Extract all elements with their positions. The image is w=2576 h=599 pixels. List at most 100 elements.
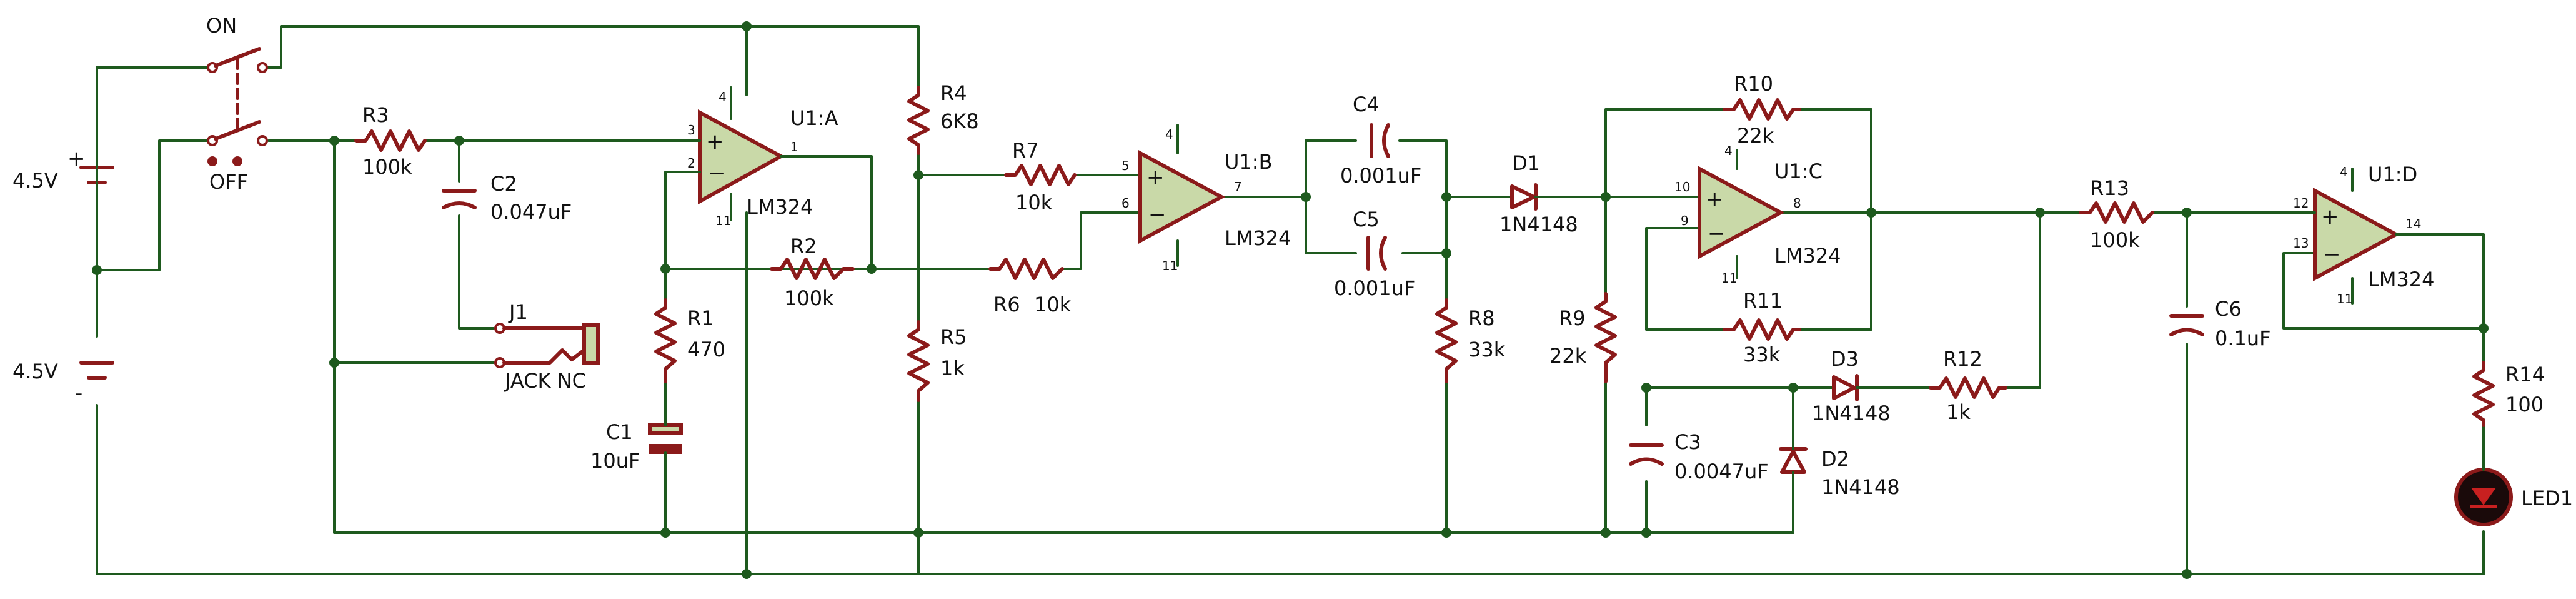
svg-text:+: + [2321, 204, 2339, 229]
d3-ref: D3 [1831, 347, 1859, 371]
u1a-pin-minus: 2 [687, 156, 695, 171]
d2-value: 1N4148 [1821, 475, 1900, 499]
c6-value: 0.1uF [2215, 326, 2271, 350]
r1-value: 470 [687, 338, 725, 361]
u1c-pin-vcc: 4 [1724, 143, 1733, 158]
svg-text:+: + [1706, 187, 1724, 212]
u1b-pin-out: 7 [1234, 179, 1242, 194]
led-ref: LED1 [2521, 486, 2573, 510]
u1b-part: LM324 [1225, 226, 1291, 250]
resistor-r2: R2 100k [770, 234, 855, 310]
u1b-ref: U1:B [1225, 150, 1273, 174]
resistor-r6: R6 10k [988, 258, 1072, 316]
opamp-u1b: + − 5 6 7 4 11 U1:B LM324 [1121, 124, 1291, 273]
jack-label: JACK NC [504, 369, 586, 393]
r10-ref: R10 [1734, 72, 1773, 96]
battery-top: 4.5V + [12, 66, 114, 271]
battery-top-voltage: 4.5V [12, 169, 58, 193]
r1-ref: R1 [687, 306, 714, 330]
switch-on-off[interactable]: ON OFF [206, 14, 268, 194]
resistor-r7: R7 10k [1004, 139, 1077, 214]
d1-value: 1N4148 [1499, 213, 1578, 236]
capacitor-c6: C6 0.1uF [2169, 297, 2271, 350]
u1a-ref: U1:A [790, 106, 838, 130]
capacitor-c5: C5 0.001uF [1334, 208, 1415, 300]
u1b-pin-plus: 5 [1121, 158, 1130, 173]
r4-ref: R4 [940, 81, 967, 105]
r13-ref: R13 [2090, 176, 2129, 200]
r9-value: 22k [1549, 344, 1587, 368]
d2-ref: D2 [1821, 447, 1849, 471]
u1c-pin-minus: 9 [1681, 213, 1689, 228]
u1a-part: LM324 [747, 195, 813, 219]
led-led1: LED1 [2454, 461, 2573, 526]
r14-ref: R14 [2505, 363, 2545, 386]
r3-ref: R3 [362, 103, 389, 127]
u1c-ref: U1:C [1774, 159, 1823, 183]
jack-ref: J1 [508, 300, 528, 324]
u1b-pin-gnd: 11 [1162, 258, 1178, 273]
switch-on-label: ON [206, 14, 237, 38]
resistor-r8: R8 33k [1435, 298, 1506, 383]
c4-value: 0.001uF [1340, 164, 1421, 188]
u1a-pin-plus: 3 [687, 123, 695, 138]
r5-value: 1k [940, 356, 965, 380]
diode-d1: D1 1N4148 [1499, 151, 1578, 236]
battery-bottom-voltage: 4.5V [12, 360, 58, 383]
c1-value: 10uF [590, 449, 640, 473]
r7-value: 10k [1015, 191, 1053, 214]
c5-value: 0.001uF [1334, 276, 1415, 300]
u1d-pin-vcc: 4 [2340, 164, 2348, 179]
diode-d3: D3 1N4148 [1812, 347, 1891, 425]
capacitor-c1: C1 10uF [590, 411, 683, 473]
c3-ref: C3 [1674, 430, 1701, 454]
battery-bottom: 4.5V - [12, 360, 114, 406]
r8-value: 33k [1468, 338, 1506, 361]
c2-ref: C2 [490, 172, 517, 196]
c4-ref: C4 [1353, 93, 1380, 116]
r12-value: 1k [1946, 400, 1971, 424]
resistor-r9: R9 22k [1549, 292, 1617, 383]
u1c-pin-out: 8 [1793, 196, 1801, 211]
u1c-pin-gnd: 11 [1721, 271, 1737, 286]
resistor-r5: R5 1k [907, 320, 967, 402]
resistor-r12: R12 1k [1929, 347, 2007, 424]
capacitor-c4: C4 0.001uF [1340, 93, 1421, 188]
r7-ref: R7 [1012, 139, 1039, 163]
u1d-pin-out: 14 [2405, 216, 2421, 231]
c2-value: 0.047uF [490, 200, 572, 224]
d3-value: 1N4148 [1812, 401, 1891, 425]
r3-value: 100k [362, 155, 412, 179]
r10-value: 22k [1737, 124, 1774, 148]
r4-value: 6K8 [940, 109, 979, 133]
resistor-r3: R3 100k [354, 103, 427, 179]
diode-d2: D2 1N4148 [1779, 424, 1900, 499]
junction-dots [92, 21, 2489, 579]
u1c-part: LM324 [1774, 244, 1841, 268]
audio-jack-j1[interactable]: J1 JACK NC [494, 300, 600, 393]
r8-ref: R8 [1468, 306, 1495, 330]
battery-top-plus: + [67, 146, 86, 171]
svg-text:−: − [1148, 203, 1166, 228]
r2-value: 100k [784, 286, 834, 310]
wires [96, 25, 2485, 575]
r12-ref: R12 [1943, 347, 1982, 371]
r6-ref: R6 [993, 293, 1020, 316]
svg-text:−: − [2323, 242, 2341, 267]
opamp-u1a: + − 3 2 1 4 11 U1:A LM324 [680, 86, 838, 228]
r2-ref: R2 [790, 234, 817, 258]
u1a-pin-out: 1 [790, 139, 798, 154]
u1b-pin-minus: 6 [1121, 196, 1130, 211]
resistor-r4: R4 6K8 [907, 81, 979, 155]
u1d-part: LM324 [2368, 268, 2435, 291]
r5-ref: R5 [940, 325, 967, 349]
r14-value: 100 [2505, 393, 2544, 416]
opamp-u1c: + − 10 9 8 4 11 U1:C LM324 [1674, 143, 1841, 286]
c6-ref: C6 [2215, 297, 2242, 321]
r6-value: 10k [1034, 293, 1072, 316]
svg-text:−: − [1708, 221, 1726, 246]
resistor-r10: R10 22k [1723, 72, 1801, 148]
svg-text:+: + [706, 129, 724, 154]
switch-off-label: OFF [209, 170, 248, 194]
